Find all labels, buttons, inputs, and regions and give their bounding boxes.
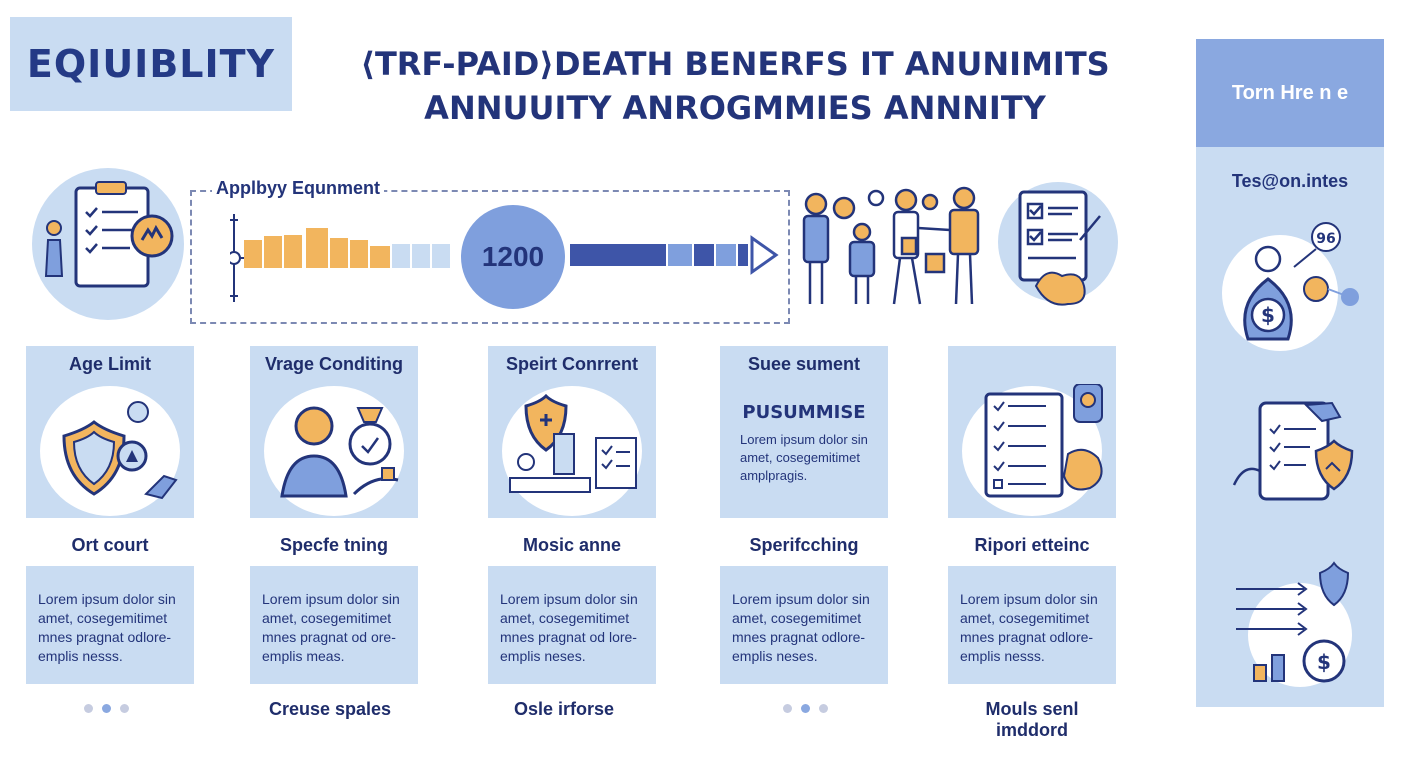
page-title: ⟨TRF-PAID⟩DEATH BENERFS IT ANUNIMITS ANN… bbox=[320, 42, 1150, 130]
pagination-dot[interactable] bbox=[120, 704, 129, 713]
card-title: Age Limit bbox=[68, 354, 151, 374]
card-description-5: Lorem ipsum dolor sin amet, cosegemitime… bbox=[948, 566, 1116, 684]
progress-arrow bbox=[570, 235, 779, 275]
card-inner-text: Lorem ipsum dolor sin amet, cosegemitime… bbox=[740, 432, 868, 483]
process-value: 1200 bbox=[481, 241, 545, 272]
footer-label-5[interactable]: Mouls senl imddord bbox=[985, 699, 1079, 740]
svg-text:$: $ bbox=[1317, 650, 1331, 674]
sidebar-header-text: Torn Hre n e bbox=[1231, 81, 1349, 104]
pagination-dot-active[interactable] bbox=[801, 704, 810, 713]
description-text: Lorem ipsum dolor sin amet, cosegemitime… bbox=[38, 591, 176, 664]
progress-bars-left bbox=[230, 214, 450, 302]
card-description-4: Lorem ipsum dolor sin amet, cosegemitime… bbox=[720, 566, 888, 684]
pagination-dot[interactable] bbox=[819, 704, 828, 713]
right-sidebar: Torn Hre n e Tes@on.intes $ 96 bbox=[1196, 39, 1384, 707]
footer-label-3[interactable]: Osle irforse bbox=[513, 699, 615, 719]
description-text: Lorem ipsum dolor sin amet, cosegemitime… bbox=[960, 591, 1098, 664]
process-frame bbox=[190, 190, 790, 324]
people-illustration bbox=[802, 186, 980, 305]
card-title: Suee sument bbox=[747, 354, 861, 374]
title-line-2: ANNUUITY ANROGMMIES ANNNITY bbox=[424, 89, 1046, 127]
description-text: Lorem ipsum dolor sin amet, cosegemitime… bbox=[500, 591, 638, 664]
title-line-1: ⟨TRF-PAID⟩DEATH BENERFS IT ANUNIMITS bbox=[360, 45, 1110, 83]
logo-text: EQIUIBLITY bbox=[26, 42, 276, 86]
logo[interactable]: EQIUIBLITY bbox=[10, 17, 292, 111]
document-illustration bbox=[998, 182, 1118, 306]
card-description-1: Lorem ipsum dolor sin amet, cosegemitime… bbox=[26, 566, 194, 684]
card-title: Speirt Conrrent bbox=[505, 354, 638, 374]
description-text: Lorem ipsum dolor sin amet, cosegemitime… bbox=[262, 591, 400, 664]
card-subhead-5: Ripori etteinc bbox=[974, 535, 1090, 555]
card-subhead-3: Mosic anne bbox=[522, 535, 622, 555]
card-vrage-conditing[interactable]: Vrage Conditing bbox=[250, 346, 418, 518]
card-description-3: Lorem ipsum dolor sin amet, cosegemitime… bbox=[488, 566, 656, 684]
card-inner-heading: PUSUMMISE bbox=[742, 402, 866, 423]
card-illustration-bg bbox=[734, 386, 874, 516]
card-age-limit[interactable]: Age Limit bbox=[26, 346, 194, 518]
card-description-2: Lorem ipsum dolor sin amet, cosegemitime… bbox=[250, 566, 418, 684]
card-subhead-2: Specfe tning bbox=[279, 535, 388, 555]
arrows-money-icon: $ bbox=[1236, 561, 1352, 687]
card-inner-content: PUSUMMISE Lorem ipsum dolor sin amet, co… bbox=[730, 386, 878, 485]
sidebar-header[interactable]: Torn Hre n e bbox=[1196, 39, 1384, 147]
pagination-dot[interactable] bbox=[84, 704, 93, 713]
checklist-illustration bbox=[32, 168, 184, 320]
person-timer-icon bbox=[280, 406, 399, 498]
medical-shield-icon bbox=[509, 393, 637, 493]
pagination-dot[interactable] bbox=[783, 704, 792, 713]
footer-label-2[interactable]: Creuse spales bbox=[268, 699, 392, 719]
pagination-dots-1[interactable] bbox=[84, 704, 129, 714]
process-value-circle: 1200 bbox=[461, 205, 565, 309]
card-speirt-conrrent[interactable]: Speirt Conrrent bbox=[488, 346, 656, 518]
pagination-dots-2[interactable] bbox=[783, 704, 828, 714]
document-shield-icon bbox=[1232, 401, 1354, 501]
money-bag-icon: $ 96 bbox=[1222, 222, 1359, 351]
card-title: Vrage Conditing bbox=[264, 354, 403, 374]
card-checklist[interactable] bbox=[948, 346, 1116, 518]
sidebar-badge: 96 bbox=[1316, 231, 1335, 247]
checklist-icon bbox=[984, 384, 1103, 498]
description-text: Lorem ipsum dolor sin amet, cosegemitime… bbox=[732, 591, 870, 664]
shield-icon bbox=[62, 401, 178, 500]
pagination-dot-active[interactable] bbox=[102, 704, 111, 713]
svg-text:$: $ bbox=[1261, 303, 1275, 327]
card-subhead-1: Ort court bbox=[71, 535, 149, 555]
card-subhead-4: Sperifcching bbox=[749, 535, 859, 555]
sidebar-subtitle: Tes@on.intes bbox=[1231, 171, 1349, 191]
card-suee-sument[interactable]: Suee sument PUSUMMISE Lorem ipsum dolor … bbox=[720, 346, 888, 518]
process-label: Applbyy Equnment bbox=[212, 178, 385, 199]
